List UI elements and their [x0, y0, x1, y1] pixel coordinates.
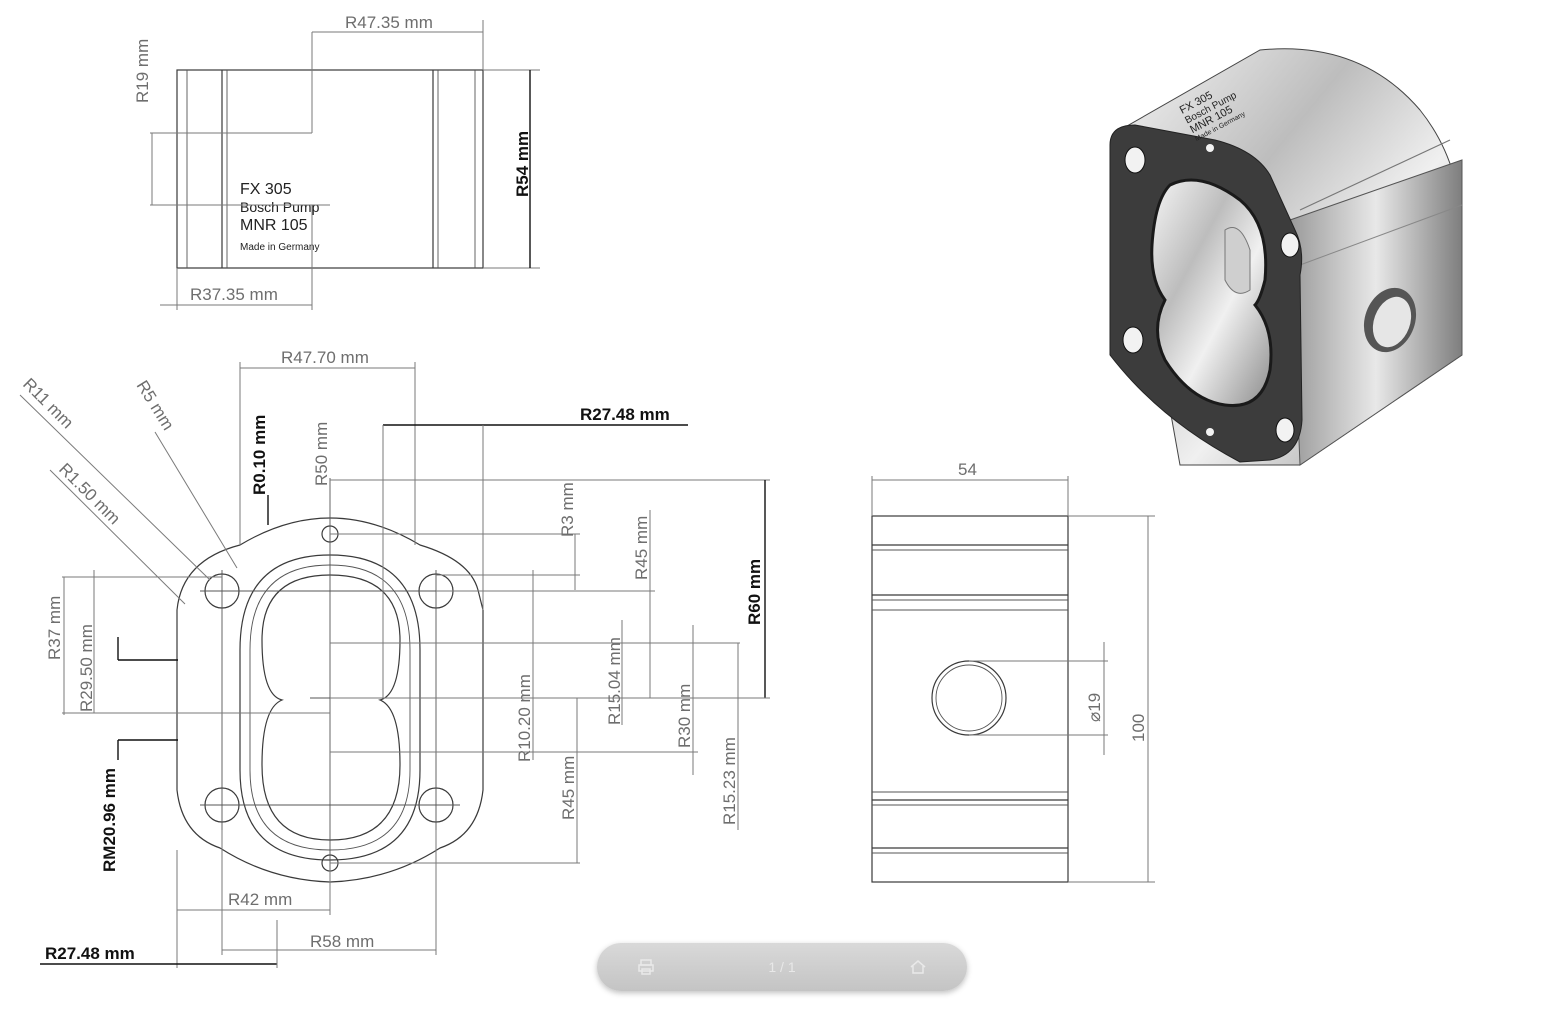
dim-r5: R5 mm: [133, 377, 178, 434]
top-label-line4: Made in Germany: [240, 242, 319, 253]
home-icon: [910, 960, 926, 974]
dim-height: R54 mm: [513, 131, 532, 197]
dim-r11: R11 mm: [19, 374, 77, 432]
top-label-line1: FX 305: [240, 181, 292, 198]
dim-left-radius: R19 mm: [133, 39, 152, 103]
dim-r58: R58 mm: [310, 932, 374, 951]
dim-rm2096: RM20.96 mm: [100, 768, 119, 872]
dim-r150: R1.50 mm: [55, 459, 124, 528]
dim-height: 100: [1129, 714, 1148, 742]
dim-r50: R50 mm: [312, 422, 331, 486]
dim-r1523: R15.23 mm: [720, 737, 739, 825]
dim-width: 54: [958, 460, 977, 479]
dim-top-width: R47.35 mm: [345, 13, 433, 32]
dim-hole: ⌀19: [1085, 693, 1104, 722]
dim-r2950: R29.50 mm: [77, 624, 96, 712]
dim-r2748-bottom: R27.48 mm: [45, 944, 135, 963]
top-view: FX 305 Bosch Pump MNR 105 Made in German…: [133, 13, 540, 310]
dim-r3: R3 mm: [558, 482, 577, 537]
print-icon: [638, 959, 654, 975]
dim-r42: R42 mm: [228, 890, 292, 909]
dim-r2748-top: R27.48 mm: [580, 405, 670, 424]
side-view: 54 100 ⌀19: [871, 460, 1155, 883]
dim-r1020: R10.20 mm: [515, 674, 534, 762]
dim-top-width: R47.70 mm: [281, 348, 369, 367]
home-button[interactable]: [907, 956, 929, 978]
viewer-toolbar: 1 / 1: [597, 943, 967, 991]
dim-r37: R37 mm: [45, 596, 64, 660]
dim-r45-bottom: R45 mm: [559, 756, 578, 820]
dim-r60: R60 mm: [745, 559, 764, 625]
print-button[interactable]: [635, 956, 657, 978]
top-label-line2: Bosch Pump: [240, 199, 320, 215]
dim-r30: R30 mm: [675, 684, 694, 748]
page-indicator: 1 / 1: [768, 959, 796, 975]
isometric-view: FX 305 Bosch Pump MNR 105 Made in German…: [1109, 48, 1463, 466]
dim-r45-top: R45 mm: [632, 516, 651, 580]
dim-r010: R0.10 mm: [250, 415, 269, 495]
dim-bottom-width: R37.35 mm: [190, 285, 278, 304]
front-view: R11 mm R5 mm R1.50 mm R47.70 mm R0.10 mm…: [19, 348, 770, 968]
dim-r1504: R15.04 mm: [605, 637, 624, 725]
top-label-line3: MNR 105: [240, 217, 308, 234]
